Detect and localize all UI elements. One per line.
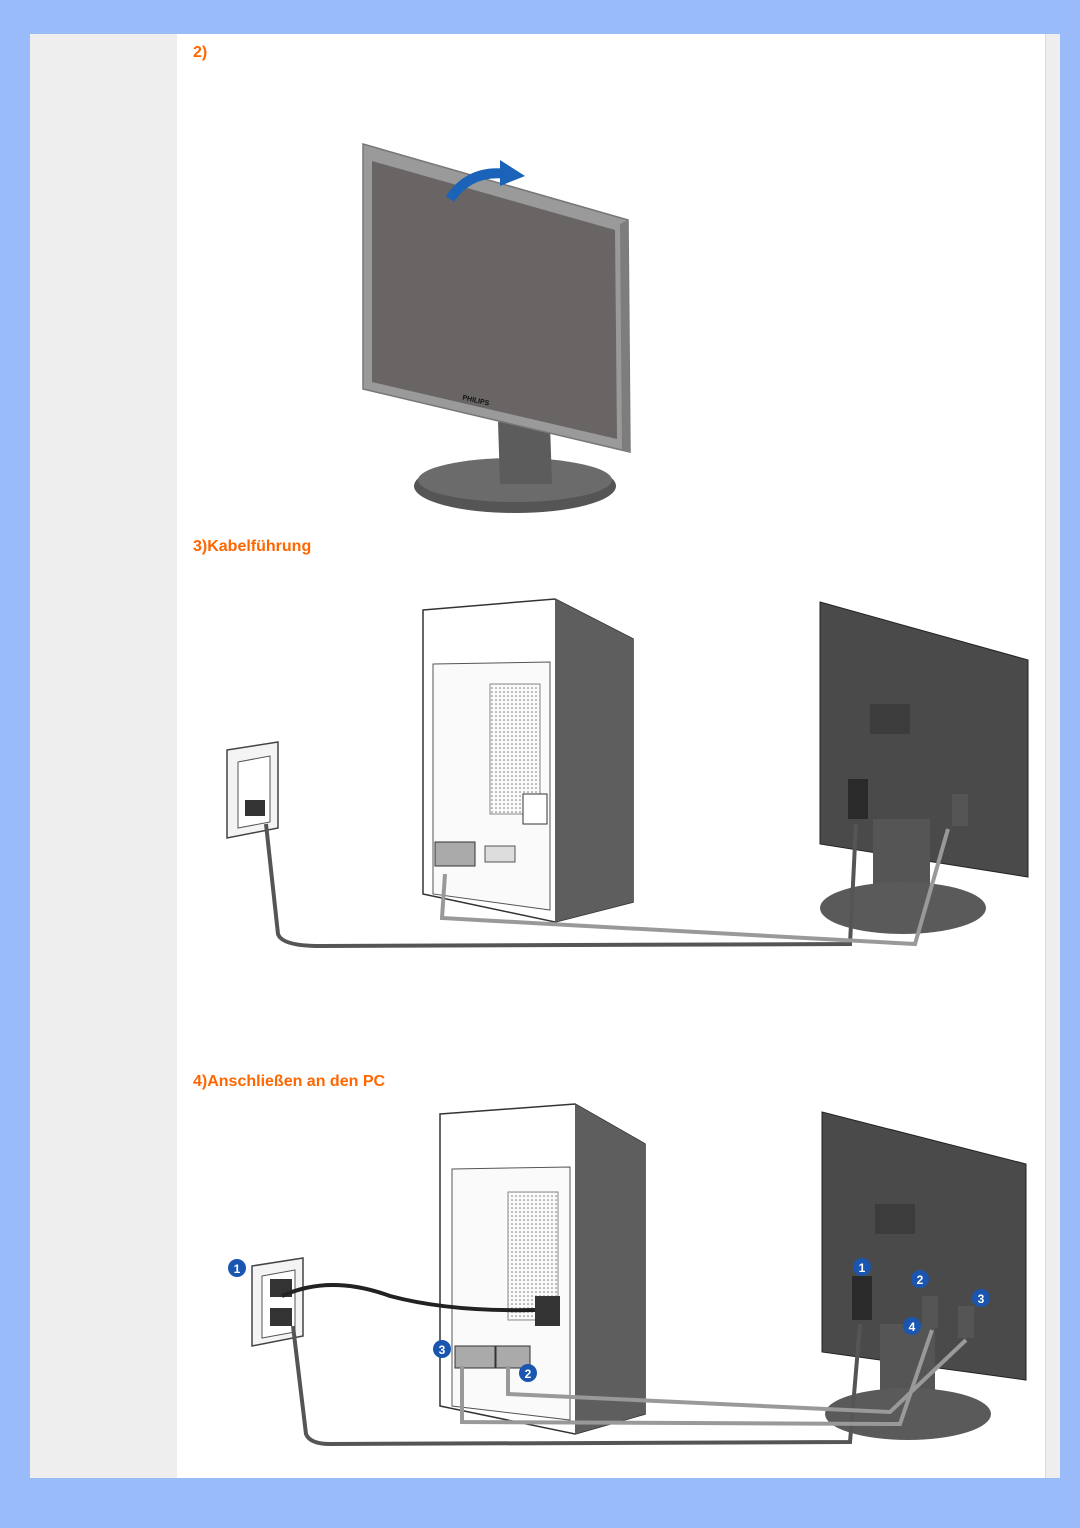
connect-pc-illustration: 1 3 2 1 2 3 4 xyxy=(228,1103,1027,1447)
svg-text:3: 3 xyxy=(978,1292,985,1306)
marker-3-monitor: 3 xyxy=(972,1289,990,1307)
marker-2-pc: 2 xyxy=(519,1364,537,1382)
step-4-heading: 4)Anschließen an den PC xyxy=(193,1073,386,1090)
svg-text:3: 3 xyxy=(439,1343,446,1357)
right-scroll-strip xyxy=(1045,34,1060,1478)
left-margin-column xyxy=(30,34,177,1478)
monitor-tilt-illustration: PHILIPS xyxy=(362,143,631,513)
step-2-heading: 2) xyxy=(193,44,208,61)
svg-text:1: 1 xyxy=(859,1261,866,1275)
svg-text:2: 2 xyxy=(525,1367,532,1381)
marker-1-left: 1 xyxy=(228,1259,246,1277)
marker-2-monitor: 2 xyxy=(911,1270,929,1288)
monitor-back xyxy=(819,601,1029,878)
manual-page: 2) 3)Kabelführung 4)Anschließen an den P… xyxy=(30,34,1060,1478)
monitor-back xyxy=(821,1111,1027,1381)
marker-4-monitor: 4 xyxy=(903,1317,921,1335)
svg-text:1: 1 xyxy=(234,1262,241,1276)
marker-1-monitor: 1 xyxy=(853,1258,871,1276)
marker-3-pc: 3 xyxy=(433,1340,451,1358)
cable-routing-illustration xyxy=(226,598,1029,949)
svg-text:4: 4 xyxy=(909,1320,916,1334)
svg-text:2: 2 xyxy=(917,1273,924,1287)
step-3-heading: 3)Kabelführung xyxy=(193,538,312,555)
